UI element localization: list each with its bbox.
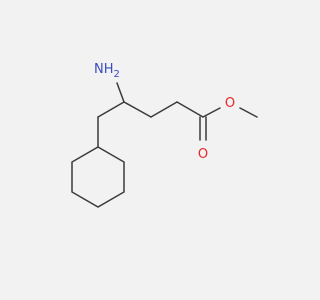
molecule-structure: NH2 O O (71, 62, 258, 208)
bond-c4-c5 (97, 101, 125, 118)
bond-c3-c2 (150, 101, 178, 118)
bond-c1-ester-oxygen (202, 107, 221, 118)
amine-label: NH2 (94, 62, 120, 80)
carbonyl-oxygen-label: O (198, 147, 208, 162)
ester-oxygen-label: O (225, 96, 235, 111)
bond-ester-oxygen-methyl (239, 107, 258, 118)
bond-amine-c4 (116, 82, 125, 103)
cyclohexane-ring (71, 146, 125, 208)
bond-c4-c3 (123, 101, 152, 118)
bond-c2-c1 (176, 101, 204, 118)
